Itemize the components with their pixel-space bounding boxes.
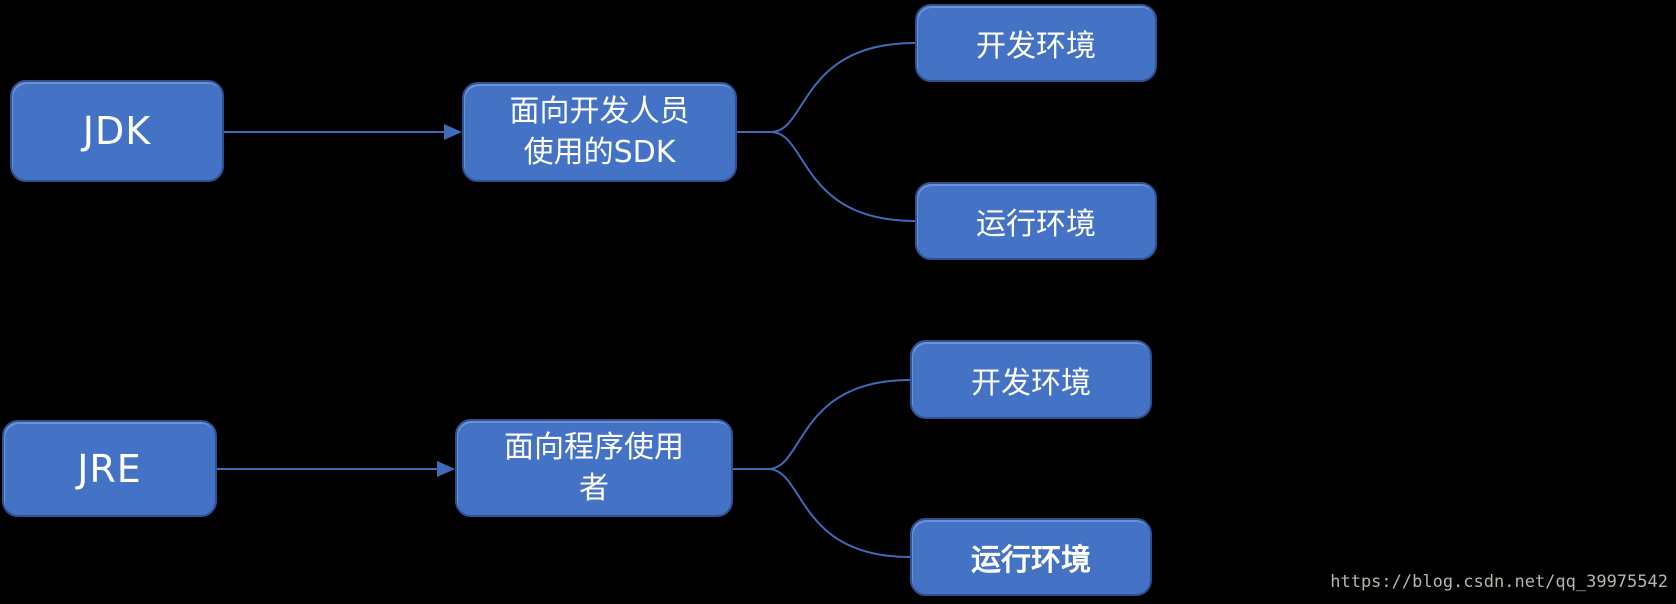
jdk-node: JDK (10, 80, 224, 182)
jdk-dev-env-node: 开发环境 (915, 4, 1157, 82)
jre-dev-env-node: 开发环境 (910, 340, 1152, 419)
watermark-url: https://blog.csdn.net/qq_39975542 (1330, 572, 1668, 592)
jdk-description-line-2: 使用的SDK (523, 135, 676, 170)
sdk-to-dev-connector (737, 42, 916, 133)
jdk-dev-env-label: 开发环境 (976, 29, 1096, 64)
jdk-node-label: JDK (82, 109, 152, 153)
jre-dev-env-label: 开发环境 (971, 365, 1091, 401)
mid-to-run-connector (733, 468, 911, 558)
jdk-to-sdk-arrowhead (444, 124, 462, 140)
jre-node-label: JRE (77, 446, 142, 491)
mid-to-dev-connector (733, 379, 911, 470)
jre-runtime-env-node: 运行环境 (910, 518, 1152, 596)
jdk-description-node: 面向开发人员 使用的SDK (462, 82, 737, 182)
sdk-to-run-connector (737, 131, 916, 222)
jdk-runtime-env-label: 运行环境 (976, 207, 1096, 242)
jre-description-node: 面向程序使用 者 (455, 419, 733, 517)
jre-node: JRE (2, 420, 217, 517)
jre-description-line-2: 者 (579, 471, 609, 506)
jdk-runtime-env-node: 运行环境 (915, 182, 1157, 260)
jre-runtime-env-label: 运行环境 (971, 543, 1091, 578)
jre-to-mid-arrowhead (437, 461, 455, 477)
jdk-description-line-1: 面向开发人员 (509, 94, 690, 129)
jre-description-line-1: 面向程序使用 (504, 430, 684, 465)
